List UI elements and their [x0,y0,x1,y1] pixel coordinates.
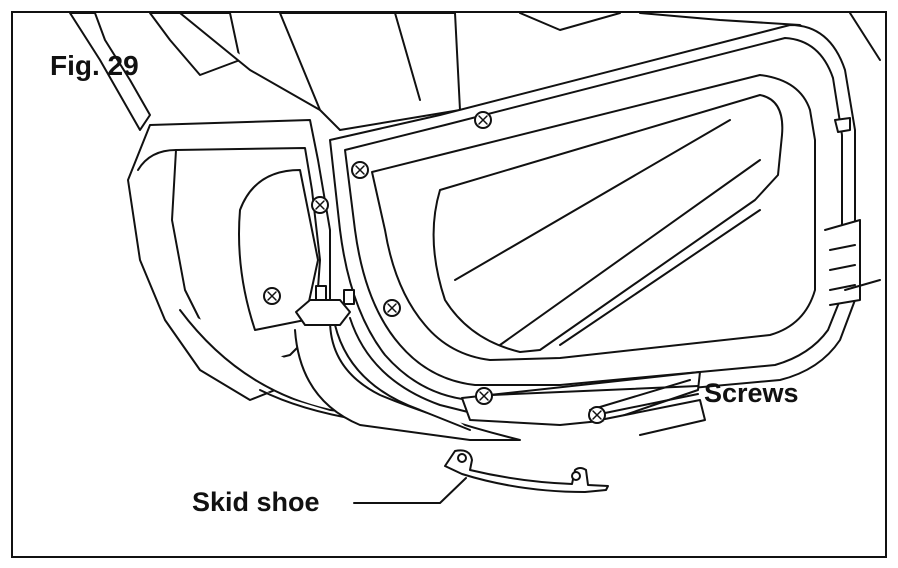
side-cover-plate [329,24,881,401]
lower-trim [461,371,706,436]
screws-leader-lines [491,385,699,414]
figure-number-label: Fig. 29 [50,50,139,81]
skid-shoe-leader-line [353,477,467,504]
skid-shoe-part [444,449,609,493]
mount-bracket [295,285,355,326]
screws-callout-label: Screws [704,378,799,408]
cover-screws [351,111,606,424]
skid-shoe-callout-label: Skid shoe [192,487,320,517]
left-bracket [69,13,321,131]
